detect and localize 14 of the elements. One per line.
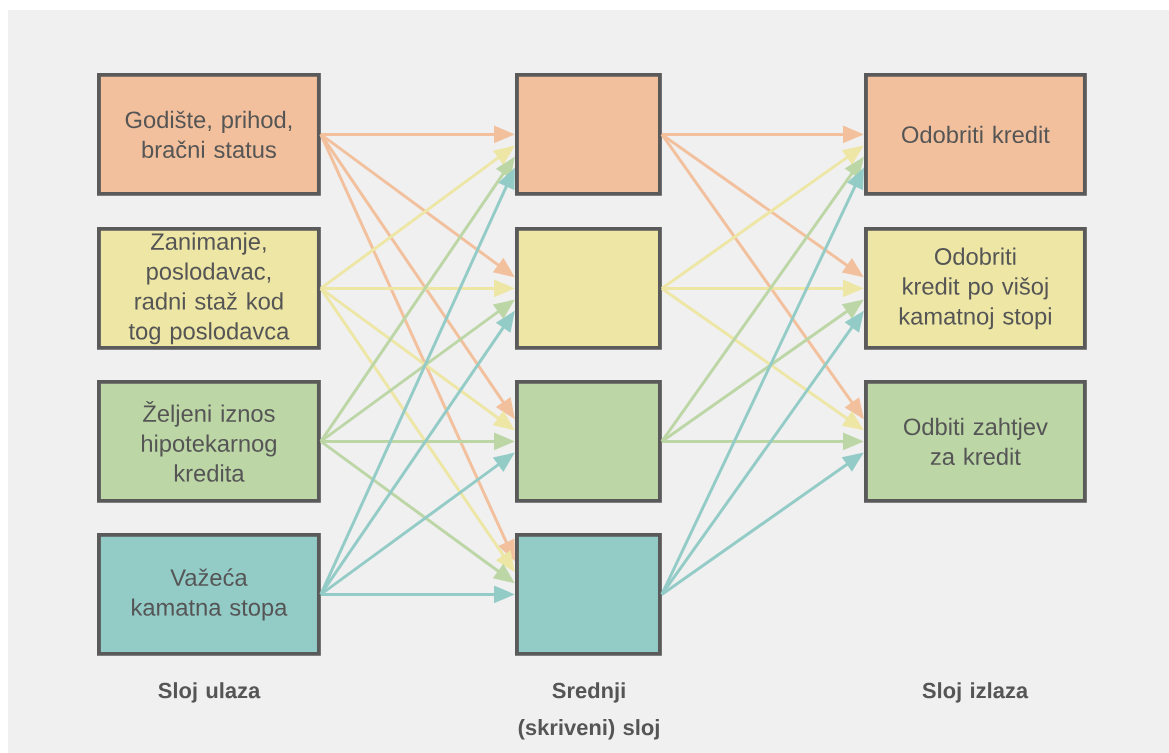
hidden-box (515, 533, 662, 656)
output-box: Odbiti zahtjev za kredit (864, 380, 1087, 503)
layer-label: Sloj ulaza (158, 682, 261, 703)
hidden-box (515, 73, 662, 196)
hidden-box (515, 380, 662, 503)
input-box: Zanimanje, poslodavac, radni staž kod tog poslodavca (97, 227, 321, 350)
input-box: Godište, prihod, bračni status (97, 73, 321, 196)
input-box: Važeća kamatna stopa (97, 533, 321, 656)
output-box: Odobriti kredit (864, 73, 1087, 196)
layer-label: Srednji (skriveni) sloj (518, 682, 659, 740)
output-box: Odobriti kredit po višoj kamatnoj stopi (864, 227, 1087, 350)
input-box: Željeni iznos hipotekarnog kredita (97, 380, 321, 503)
layer-label: Sloj izlaza (922, 682, 1029, 703)
hidden-box (515, 227, 662, 350)
